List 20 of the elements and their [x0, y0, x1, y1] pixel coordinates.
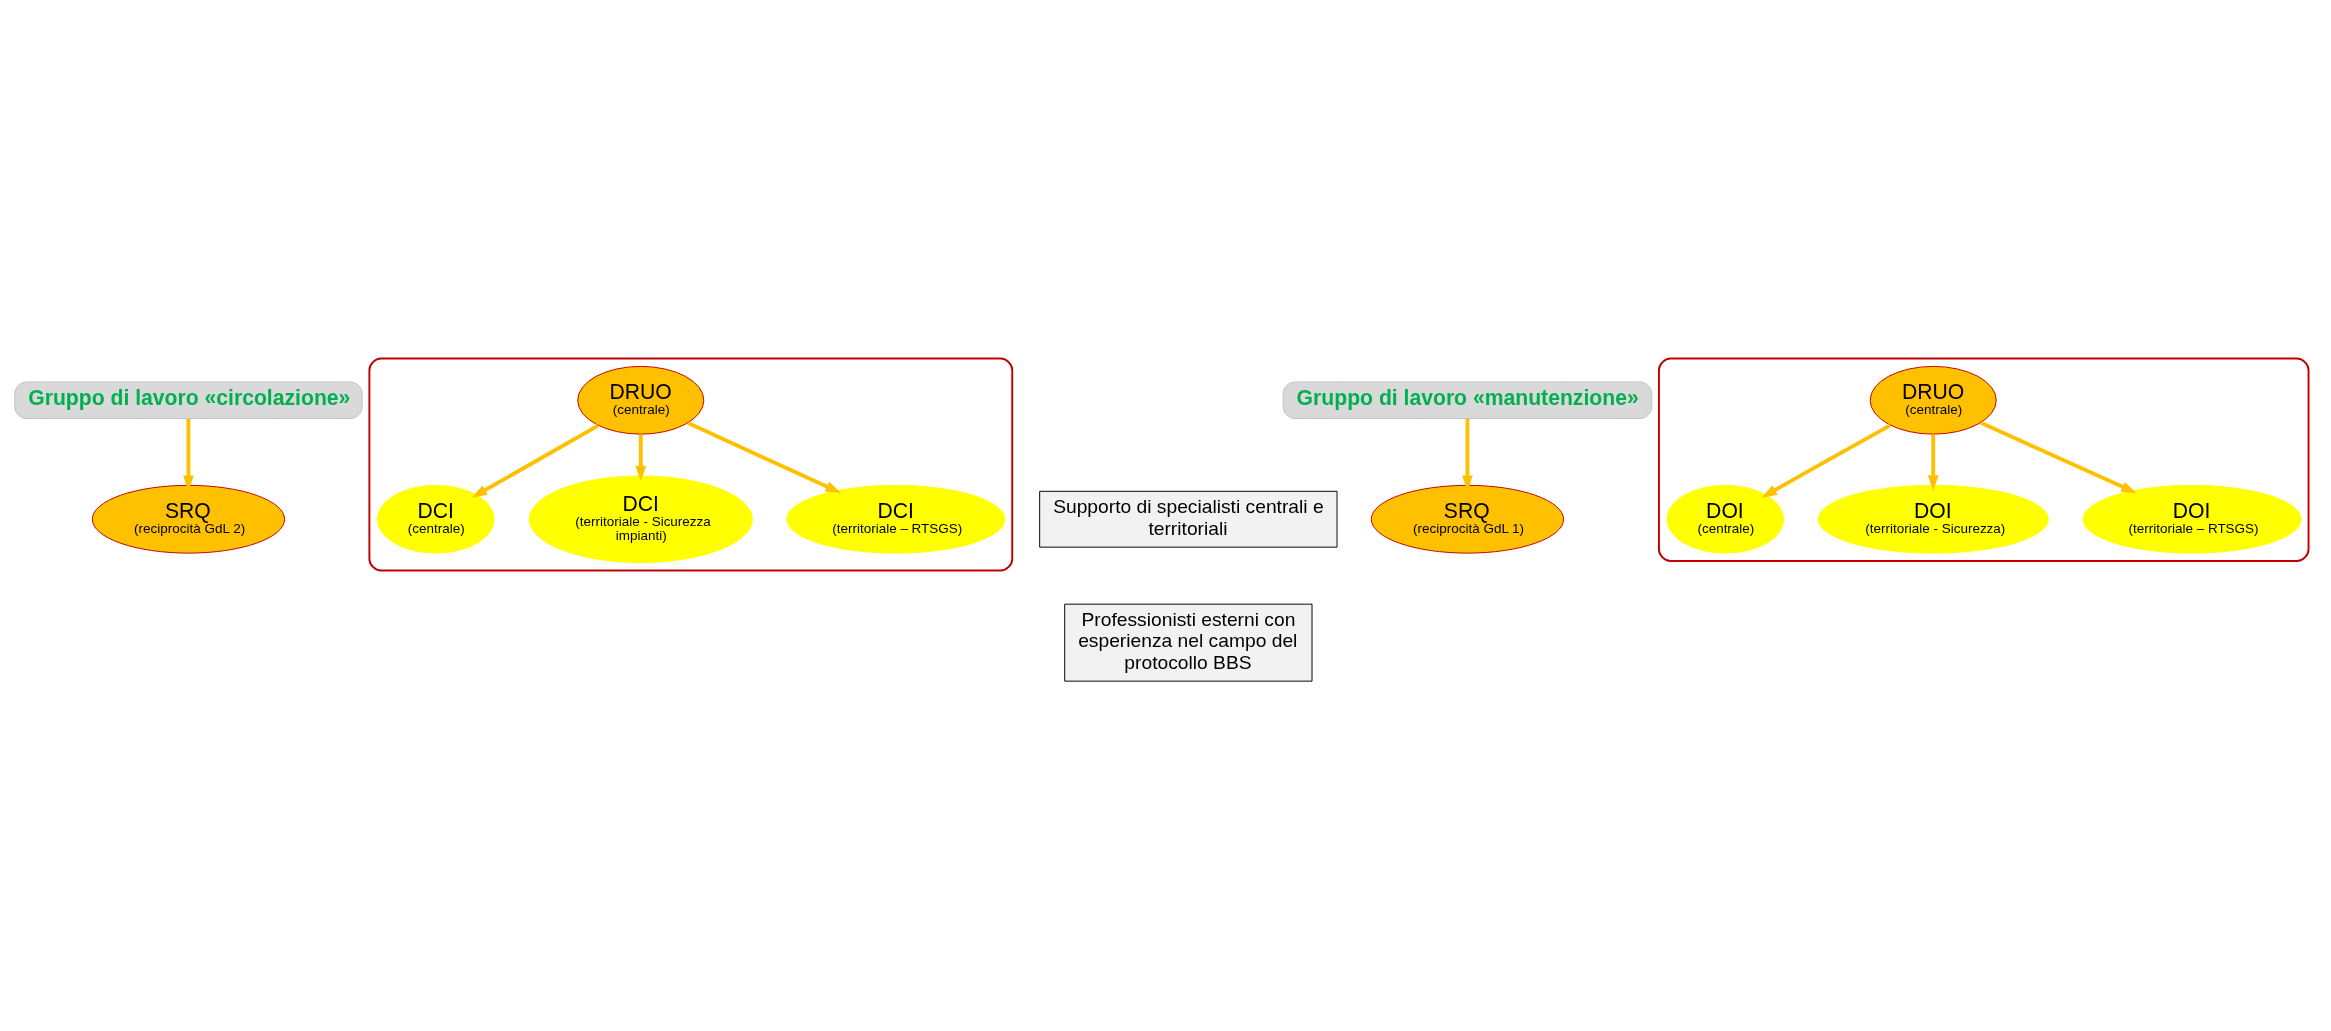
cluster [368, 357, 1014, 571]
arrow [1761, 423, 1892, 498]
arrow [687, 420, 841, 493]
arrow [635, 433, 647, 481]
node-box: Gruppo di lavoro «circolazione» [14, 381, 363, 419]
node-box: Gruppo di lavoro «manutenzione» [1282, 381, 1653, 419]
node-box: Professionisti esterni con esperienza nel campo del protocollo BBS [1064, 603, 1313, 682]
cluster [1658, 357, 2310, 562]
node-ellipse: DRUO (centrale) [1869, 365, 1997, 435]
node-ellipse: SRQ (reciprocità GdL 1) [1370, 484, 1565, 554]
node-ellipse: DCI (territoriale - Sicurezza impianti) [528, 474, 753, 563]
arrow [1980, 420, 2137, 493]
node-ellipse: DOI (territoriale – RTSGS) [2082, 484, 2302, 554]
node-ellipse: DCI (territoriale – RTSGS) [786, 484, 1006, 554]
arrow [1927, 433, 1939, 491]
node-ellipse: DOI (territoriale - Sicurezza) [1817, 484, 2049, 554]
node-box: Supporto di specialisti centrali e territoriali [1039, 490, 1338, 548]
node-ellipse: DRUO (centrale) [577, 365, 705, 435]
node-ellipse: SRQ (reciprocità GdL 2) [91, 484, 286, 554]
arrow [471, 423, 599, 498]
